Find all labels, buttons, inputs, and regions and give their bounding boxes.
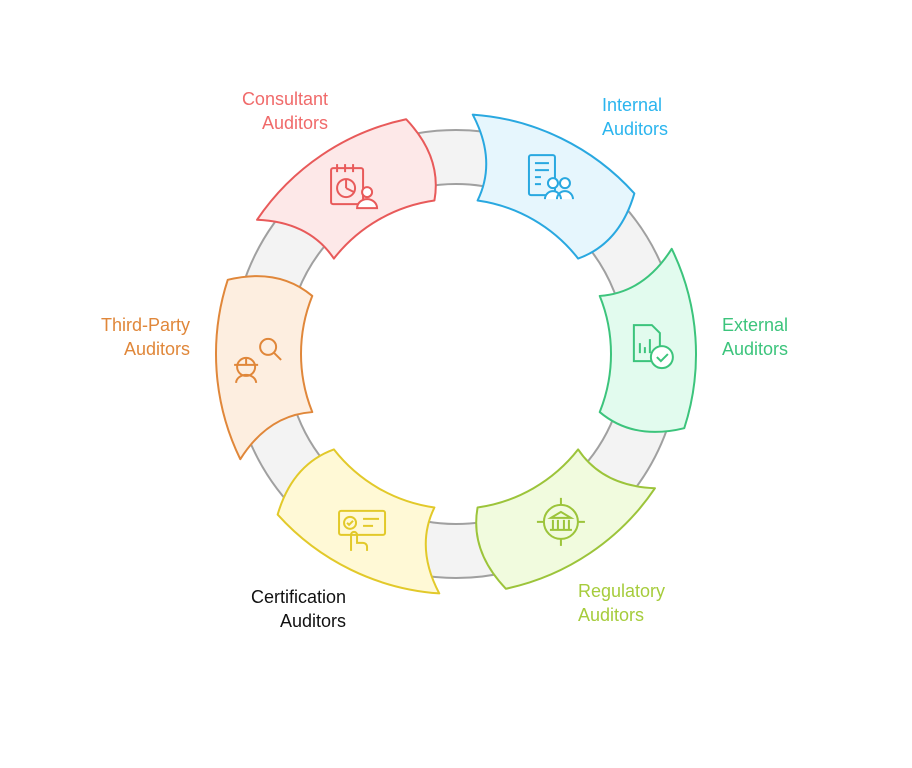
label-line: Auditors	[578, 605, 645, 625]
label-line: External	[722, 315, 789, 335]
document-chart-check-icon	[632, 324, 674, 370]
label-line: Auditors	[123, 339, 190, 359]
label-line: Third-Party	[100, 315, 190, 335]
label-external: External Auditors	[722, 313, 788, 361]
segment-internal	[471, 113, 636, 260]
calendar-chart-person-icon	[330, 164, 379, 210]
label-line: Auditors	[602, 119, 669, 139]
label-regulatory: Regulatory Auditors	[578, 579, 665, 627]
certificate-hand-icon	[338, 509, 387, 551]
label-certification: Certification Auditors	[251, 585, 346, 633]
label-third-party: Third-Party Auditors	[101, 313, 190, 361]
segment-shape	[598, 247, 697, 433]
segment-shape	[215, 275, 314, 461]
segment-shape	[475, 448, 656, 590]
label-line: Auditors	[279, 611, 346, 631]
segment-consultant	[256, 118, 437, 260]
segment-shape	[276, 448, 441, 595]
segment-external	[598, 247, 697, 433]
segment-third-party	[215, 275, 314, 461]
label-line: Certification	[250, 587, 346, 607]
label-consultant: Consultant Auditors	[242, 87, 328, 135]
label-line: Internal	[602, 95, 663, 115]
label-internal: Internal Auditors	[602, 93, 668, 141]
segment-certification	[276, 448, 441, 595]
inspector-magnifier-icon	[234, 337, 282, 384]
label-line: Consultant	[241, 89, 328, 109]
label-line: Auditors	[261, 113, 328, 133]
segment-regulatory	[475, 448, 656, 590]
label-line: Auditors	[722, 339, 789, 359]
label-line: Regulatory	[578, 581, 666, 601]
document-team-icon	[527, 154, 574, 200]
bank-target-icon	[536, 497, 585, 546]
